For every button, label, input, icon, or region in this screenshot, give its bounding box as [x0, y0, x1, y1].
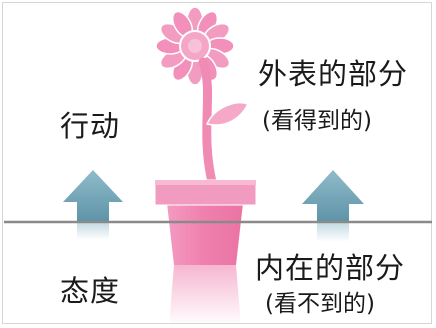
hidden-part-title: 内在的部分 — [255, 251, 406, 285]
flower-head-icon — [155, 6, 235, 86]
visible-part-note: (看得到的) — [262, 108, 372, 134]
visible-label-action: 行动 — [60, 109, 121, 143]
pot-reflection — [169, 265, 241, 326]
flower-stem — [198, 57, 217, 187]
visible-part-title: 外表的部分 — [258, 57, 409, 91]
left-up-arrow-icon — [63, 170, 123, 240]
hidden-label-attitude: 态度 — [60, 274, 121, 308]
flower-pot-icon — [154, 179, 257, 265]
flower-leaf — [205, 102, 250, 126]
hidden-part-note: (看不到的) — [265, 291, 375, 317]
right-up-arrow-icon — [302, 170, 364, 242]
